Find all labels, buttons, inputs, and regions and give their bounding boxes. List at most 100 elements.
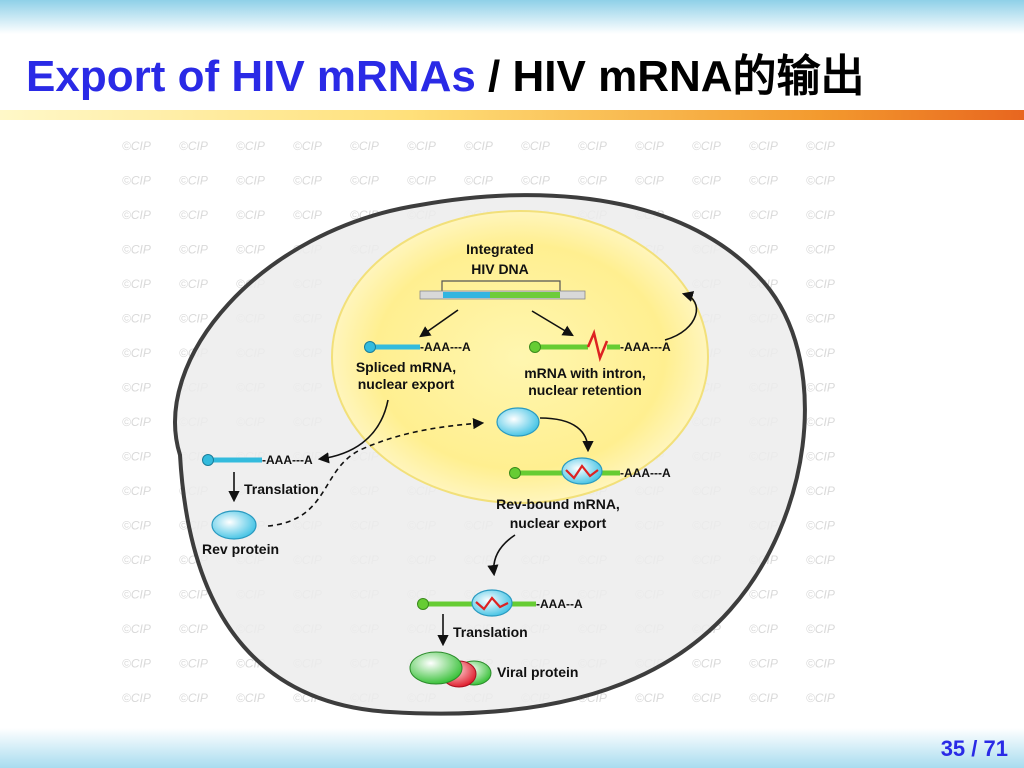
- watermark-text: ©CIP: [236, 139, 265, 153]
- cytoplasm-spliced-tail: -AAA---A: [262, 453, 313, 467]
- watermark-text: ©CIP: [521, 139, 550, 153]
- cytoplasm-rev-bound-mrna: [417, 589, 536, 617]
- watermark-text: ©CIP: [122, 622, 151, 636]
- watermark-text: ©CIP: [122, 553, 151, 567]
- rev-protein-cytoplasm: [211, 510, 257, 540]
- watermark-text: ©CIP: [179, 174, 208, 188]
- watermark-text: ©CIP: [749, 622, 778, 636]
- watermark-text: ©CIP: [635, 139, 664, 153]
- watermark-text: ©CIP: [407, 139, 436, 153]
- watermark-text: ©CIP: [692, 691, 721, 705]
- watermark-text: ©CIP: [179, 657, 208, 671]
- watermark-text: ©CIP: [122, 312, 151, 326]
- watermark-text: ©CIP: [236, 208, 265, 222]
- intron-mrna-label-1: mRNA with intron,: [524, 365, 646, 381]
- watermark-text: ©CIP: [122, 657, 151, 671]
- watermark-text: ©CIP: [293, 139, 322, 153]
- watermark-text: ©CIP: [806, 657, 835, 671]
- watermark-text: ©CIP: [692, 208, 721, 222]
- watermark-text: ©CIP: [806, 415, 835, 429]
- watermark-text: ©CIP: [806, 381, 835, 395]
- watermark-text: ©CIP: [122, 243, 151, 257]
- page-current: 35: [940, 736, 966, 761]
- title-english: Export of HIV mRNAs: [26, 52, 476, 101]
- watermark-text: ©CIP: [179, 139, 208, 153]
- title-chinese: HIV mRNA的输出: [512, 52, 865, 101]
- watermark-text: ©CIP: [806, 450, 835, 464]
- watermark-text: ©CIP: [464, 139, 493, 153]
- integrated-dna-label-2: HIV DNA: [471, 261, 529, 277]
- watermark-text: ©CIP: [179, 622, 208, 636]
- arrow-rev-import-dashed: [267, 418, 485, 527]
- top-gradient-band: [0, 0, 1024, 34]
- watermark-text: ©CIP: [749, 139, 778, 153]
- watermark-text: ©CIP: [578, 139, 607, 153]
- watermark-text: ©CIP: [806, 622, 835, 636]
- watermark-text: ©CIP: [236, 691, 265, 705]
- translation-label-2: Translation: [453, 624, 528, 640]
- watermark-text: ©CIP: [521, 174, 550, 188]
- watermark-text: ©CIP: [806, 243, 835, 257]
- intron-mrna-tail: -AAA---A: [620, 340, 671, 354]
- watermark-text: ©CIP: [806, 277, 835, 291]
- watermark-text: ©CIP: [179, 277, 208, 291]
- spliced-mrna: [364, 341, 420, 353]
- watermark-text: ©CIP: [692, 657, 721, 671]
- watermark-text: ©CIP: [464, 174, 493, 188]
- watermark-text: ©CIP: [122, 484, 151, 498]
- spliced-mrna-label-1: Spliced mRNA,: [356, 359, 456, 375]
- integrated-dna-label-1: Integrated: [466, 241, 534, 257]
- watermark-text: ©CIP: [806, 588, 835, 602]
- watermark-text: ©CIP: [407, 174, 436, 188]
- watermark-text: ©CIP: [122, 519, 151, 533]
- watermark-text: ©CIP: [179, 691, 208, 705]
- watermark-text: ©CIP: [749, 657, 778, 671]
- watermark-text: ©CIP: [179, 208, 208, 222]
- arrow-to-intron-mrna: [531, 310, 574, 337]
- watermark-text: ©CIP: [122, 208, 151, 222]
- watermark-text: ©CIP: [635, 174, 664, 188]
- viral-protein-label: Viral protein: [497, 664, 578, 680]
- page-total: 71: [983, 736, 1008, 761]
- slide-title: Export of HIV mRNAs / HIV mRNA的输出: [26, 40, 865, 104]
- watermark-text: ©CIP: [122, 139, 151, 153]
- watermark-text: ©CIP: [806, 208, 835, 222]
- arrow-nuclear-retention-loop: [664, 291, 698, 341]
- watermark-text: ©CIP: [350, 139, 379, 153]
- cytoplasm-spliced-mrna: [202, 454, 262, 466]
- watermark-text: ©CIP: [749, 243, 778, 257]
- title-separator: /: [475, 52, 513, 101]
- integrated-dna: [419, 290, 586, 300]
- watermark-text: ©CIP: [293, 208, 322, 222]
- spliced-mrna-label-2: nuclear export: [358, 376, 455, 392]
- watermark-text: ©CIP: [692, 139, 721, 153]
- viral-protein-blobs: [409, 651, 492, 688]
- watermark-text: ©CIP: [806, 174, 835, 188]
- watermark-text: ©CIP: [635, 691, 664, 705]
- watermark-text: ©CIP: [179, 312, 208, 326]
- rev-protein-nucleus: [496, 407, 540, 437]
- rev-bound-label-2: nuclear export: [510, 515, 607, 531]
- watermark-text: ©CIP: [122, 450, 151, 464]
- watermark-text: ©CIP: [749, 588, 778, 602]
- watermark-text: ©CIP: [806, 312, 835, 326]
- watermark-text: ©CIP: [122, 691, 151, 705]
- watermark-text: ©CIP: [749, 691, 778, 705]
- watermark-text: ©CIP: [806, 553, 835, 567]
- watermark-text: ©CIP: [749, 208, 778, 222]
- arrow-rev-binding: [539, 417, 594, 453]
- watermark-text: ©CIP: [122, 346, 151, 360]
- watermark-text: ©CIP: [806, 691, 835, 705]
- watermark-text: ©CIP: [236, 174, 265, 188]
- title-underline-bar: [0, 110, 1024, 120]
- arrow-to-spliced: [419, 309, 459, 338]
- watermark-text: ©CIP: [293, 174, 322, 188]
- watermark-text: ©CIP: [578, 174, 607, 188]
- watermark-text: ©CIP: [350, 174, 379, 188]
- watermark-text: ©CIP: [749, 174, 778, 188]
- intron-mrna: [529, 329, 620, 363]
- translation-label-1: Translation: [244, 481, 319, 497]
- rev-protein-label: Rev protein: [202, 541, 279, 557]
- rev-bound-mrna: [509, 457, 620, 485]
